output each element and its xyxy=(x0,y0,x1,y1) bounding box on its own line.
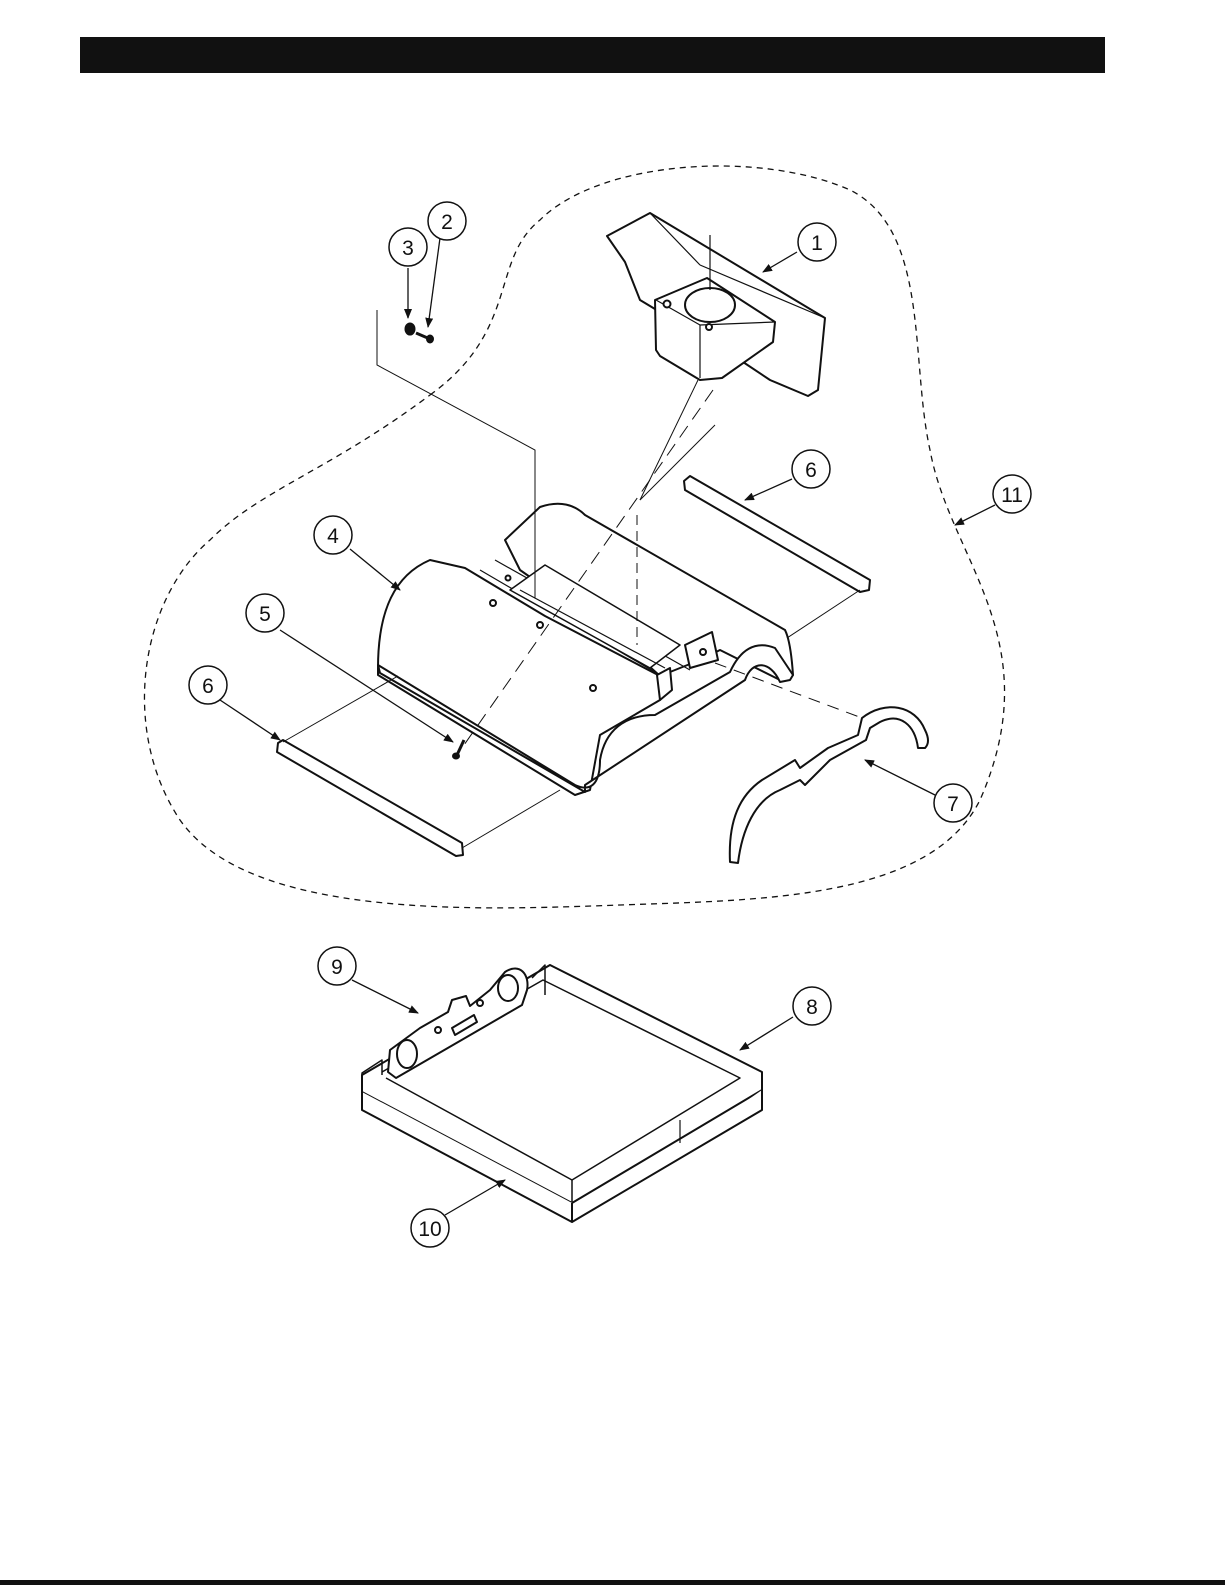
callout-6b: 6 xyxy=(189,666,227,704)
callout-label-2: 2 xyxy=(441,211,453,234)
leader-arrow-6b xyxy=(220,700,280,740)
callout-label-10: 10 xyxy=(418,1218,441,1241)
leader-arrow-4 xyxy=(350,549,400,590)
callout-4: 4 xyxy=(314,516,352,554)
callout-label-1: 1 xyxy=(811,232,823,255)
callout-6a: 6 xyxy=(792,450,830,488)
screw-and-washer-parts xyxy=(405,323,434,343)
drip-tray-part xyxy=(362,965,762,1222)
callout-9: 9 xyxy=(318,947,356,985)
callout-label-4: 4 xyxy=(327,525,339,548)
callout-label-6b: 6 xyxy=(202,675,214,698)
leader-arrow-10 xyxy=(445,1180,505,1215)
callout-11: 11 xyxy=(993,475,1031,513)
callout-2: 2 xyxy=(428,202,466,240)
callout-label-6a: 6 xyxy=(805,459,817,482)
callout-3: 3 xyxy=(389,228,427,266)
footer-rule xyxy=(0,1580,1225,1585)
leader-arrow-2 xyxy=(428,238,440,327)
callout-label-7: 7 xyxy=(947,793,959,816)
leader-arrow-8 xyxy=(740,1017,793,1050)
leader-arrow-6a xyxy=(745,479,792,500)
leader-arrow-1 xyxy=(763,252,797,272)
gasket-strip-upper-part xyxy=(684,476,870,592)
leader-arrow-7 xyxy=(865,760,935,795)
callout-7: 7 xyxy=(934,784,972,822)
gasket-strip-lower-part xyxy=(277,740,463,856)
callout-label-8: 8 xyxy=(806,996,818,1019)
burner-housing-part xyxy=(607,213,825,396)
leader-arrow-11 xyxy=(955,505,995,525)
callout-1: 1 xyxy=(798,223,836,261)
callout-8: 8 xyxy=(793,987,831,1025)
callout-10: 10 xyxy=(411,1209,449,1247)
callout-label-5: 5 xyxy=(259,603,271,626)
callout-label-9: 9 xyxy=(331,956,343,979)
callout-label-3: 3 xyxy=(402,237,414,260)
callout-label-11: 11 xyxy=(1001,484,1023,507)
burner-box-part xyxy=(378,504,793,795)
callout-5: 5 xyxy=(246,594,284,632)
gasket-bracket-part xyxy=(730,707,928,863)
leader-arrow-9 xyxy=(352,980,418,1013)
screw-part xyxy=(453,740,465,759)
